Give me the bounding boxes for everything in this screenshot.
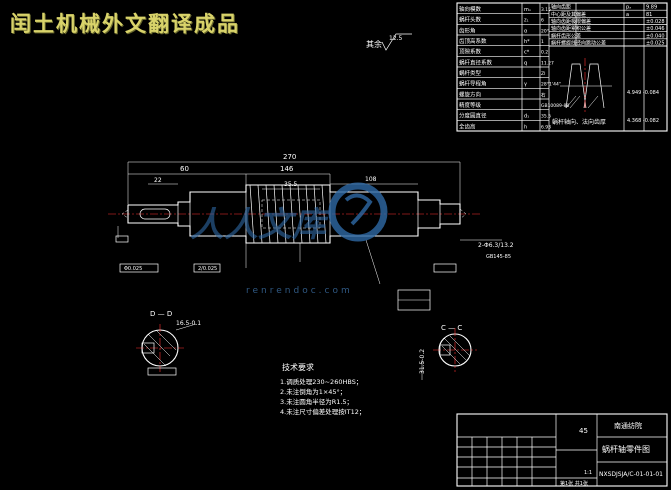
param-symbol: γ: [524, 82, 527, 88]
worm-shaft-main-view: [108, 184, 480, 244]
param-value: 28°1'44": [541, 82, 561, 88]
param-value: 6.93: [541, 124, 551, 130]
dim-d5: 108: [365, 176, 377, 183]
param-name: 中心距及其偏差: [551, 11, 586, 18]
param-value: ±0.028: [646, 19, 665, 25]
axial-thickness: 4.368 -0.082: [627, 118, 659, 124]
param-name: 分度圆直径: [459, 112, 487, 120]
param-symbol: d₁: [524, 114, 529, 120]
dim-d1: 60: [180, 165, 189, 173]
tb-material: 45: [579, 427, 588, 435]
param-symbol: pₓ: [626, 5, 631, 11]
runout-ref-2: 2/0.025: [198, 266, 217, 272]
param-symbol: h: [524, 124, 527, 130]
tb-drawing-no: NXSDJSJA/C-01-01-01: [599, 471, 663, 478]
param-value: 35.5: [541, 114, 551, 120]
param-name: 轴向齿距累积公差: [551, 25, 591, 32]
param-value: ZI: [541, 71, 545, 77]
param-name: 螺旋方向: [459, 90, 481, 98]
dim-d3: 146: [280, 165, 294, 173]
tol-center-holes: 2-Φ6.3/13.2: [478, 242, 514, 249]
param-symbol: h*: [524, 39, 530, 45]
param-name: 蜗杆螺旋线径向跳动公差: [551, 39, 606, 46]
section-c-c: C — C 31.5-0.2: [419, 324, 477, 380]
param-name: 轴向齿距: [551, 4, 571, 11]
tol-standard: GB145-85: [486, 254, 511, 260]
param-symbol: a: [626, 12, 629, 18]
param-symbol: α: [524, 28, 528, 34]
title-block: 45 南通纺院 蜗杆轴零件图 NXSDJSJA/C-01-01-01 1:1 第…: [456, 413, 668, 487]
tb-school: 南通纺院: [614, 421, 642, 430]
param-value: 1: [541, 39, 544, 45]
dim-overall-length: 270: [283, 153, 296, 161]
tech-req-2: 2.未注倒角为1×45°；: [280, 387, 346, 396]
param-name: 轴向模数: [459, 5, 482, 13]
param-value: 11.27: [541, 60, 554, 66]
param-value: ±0.040: [646, 33, 665, 39]
param-value: 0.2: [541, 50, 548, 56]
param-value: GB10089-88: [541, 103, 569, 109]
watermark: 人人文库 renrendoc.com: [190, 182, 388, 296]
param-name: 蜗杆齿形公差: [551, 32, 581, 39]
dim-d2: 22: [154, 177, 162, 184]
param-symbol: mₓ: [524, 7, 531, 13]
runout-ref-1: Φ0.025: [124, 266, 142, 272]
param-name: 齿顶高系数: [459, 37, 487, 45]
normal-thickness: 4.949 -0.084: [627, 90, 659, 96]
param-value: 3.15: [541, 7, 551, 13]
parameter-table: 轴向模数 mₓ 3.15 蜗杆头数 z₁ 6 齿形角 α 20° 齿顶高系数 h* 1 顶隙系数 c* 0.…: [456, 2, 668, 132]
param-name: 轴向齿距极限偏差: [551, 18, 591, 25]
brand-title: 闰土机械外文翻译成品: [10, 12, 240, 36]
param-value: 右: [541, 91, 546, 98]
roughness-value: 12.5: [389, 35, 403, 42]
dimensions: 270 60 22 146 35.5 108 2-Φ6.3/13.2 GB145…: [115, 153, 514, 311]
technical-requirements: 技术要求 1.调质处理230~260HBS； 2.未注倒角为1×45°； 3.未…: [280, 362, 365, 416]
param-name: 蜗杆头数: [459, 16, 482, 24]
dim-d4: 35.5: [284, 181, 298, 188]
section-d-d: D — D 16.5-0.1: [136, 310, 201, 376]
param-symbol: z₁: [524, 18, 529, 24]
roughness-label: 其余: [366, 39, 382, 49]
section-dd-label: D — D: [150, 310, 172, 318]
tb-scale: 1:1: [584, 470, 592, 476]
param-symbol: c*: [524, 50, 530, 56]
key-width-cc: 31.5-0.2: [419, 349, 426, 374]
tb-drawing-name: 蜗杆轴零件图: [602, 444, 650, 454]
tech-req-4: 4.未注尺寸偏差处理按IT12；: [280, 407, 365, 416]
param-name: 蜗杆导程角: [459, 80, 487, 88]
tooth-section-caption: 蜗杆轴向、法向齿厚: [552, 118, 606, 126]
tb-sheet: 第1张 共1张: [560, 480, 588, 487]
watermark-brand: 人人文库: [190, 205, 332, 245]
param-value: 20°: [541, 28, 549, 34]
roughness-symbol: 其余 12.5: [366, 33, 412, 51]
param-symbol: q: [524, 60, 527, 66]
param-name: 精度等级: [459, 101, 482, 109]
key-width-dd: 16.5-0.1: [176, 320, 201, 327]
section-cc-label: C — C: [441, 324, 462, 332]
param-name: 蜗杆类型: [459, 69, 482, 77]
tech-req-3: 3.未注圆角半径为R1.5；: [280, 397, 353, 406]
param-name: 齿形角: [459, 26, 476, 34]
param-name: 顶隙系数: [459, 48, 482, 56]
tech-req-1: 1.调质处理230~260HBS；: [280, 377, 362, 386]
param-value: 81: [646, 12, 652, 18]
param-name: 蜗杆直径系数: [459, 58, 493, 66]
param-value: ±0.046: [646, 26, 665, 32]
tech-req-title: 技术要求: [282, 362, 314, 372]
watermark-url: renrendoc.com: [246, 286, 353, 296]
tooth-section-sketch: 蜗杆轴向、法向齿厚 4.949 -0.084 4.368 -0.082: [552, 58, 659, 126]
param-name: 全齿高: [459, 122, 476, 130]
param-value: ±0.025: [646, 40, 665, 46]
param-value: 9.89: [646, 5, 657, 11]
param-value: 6: [541, 18, 544, 24]
